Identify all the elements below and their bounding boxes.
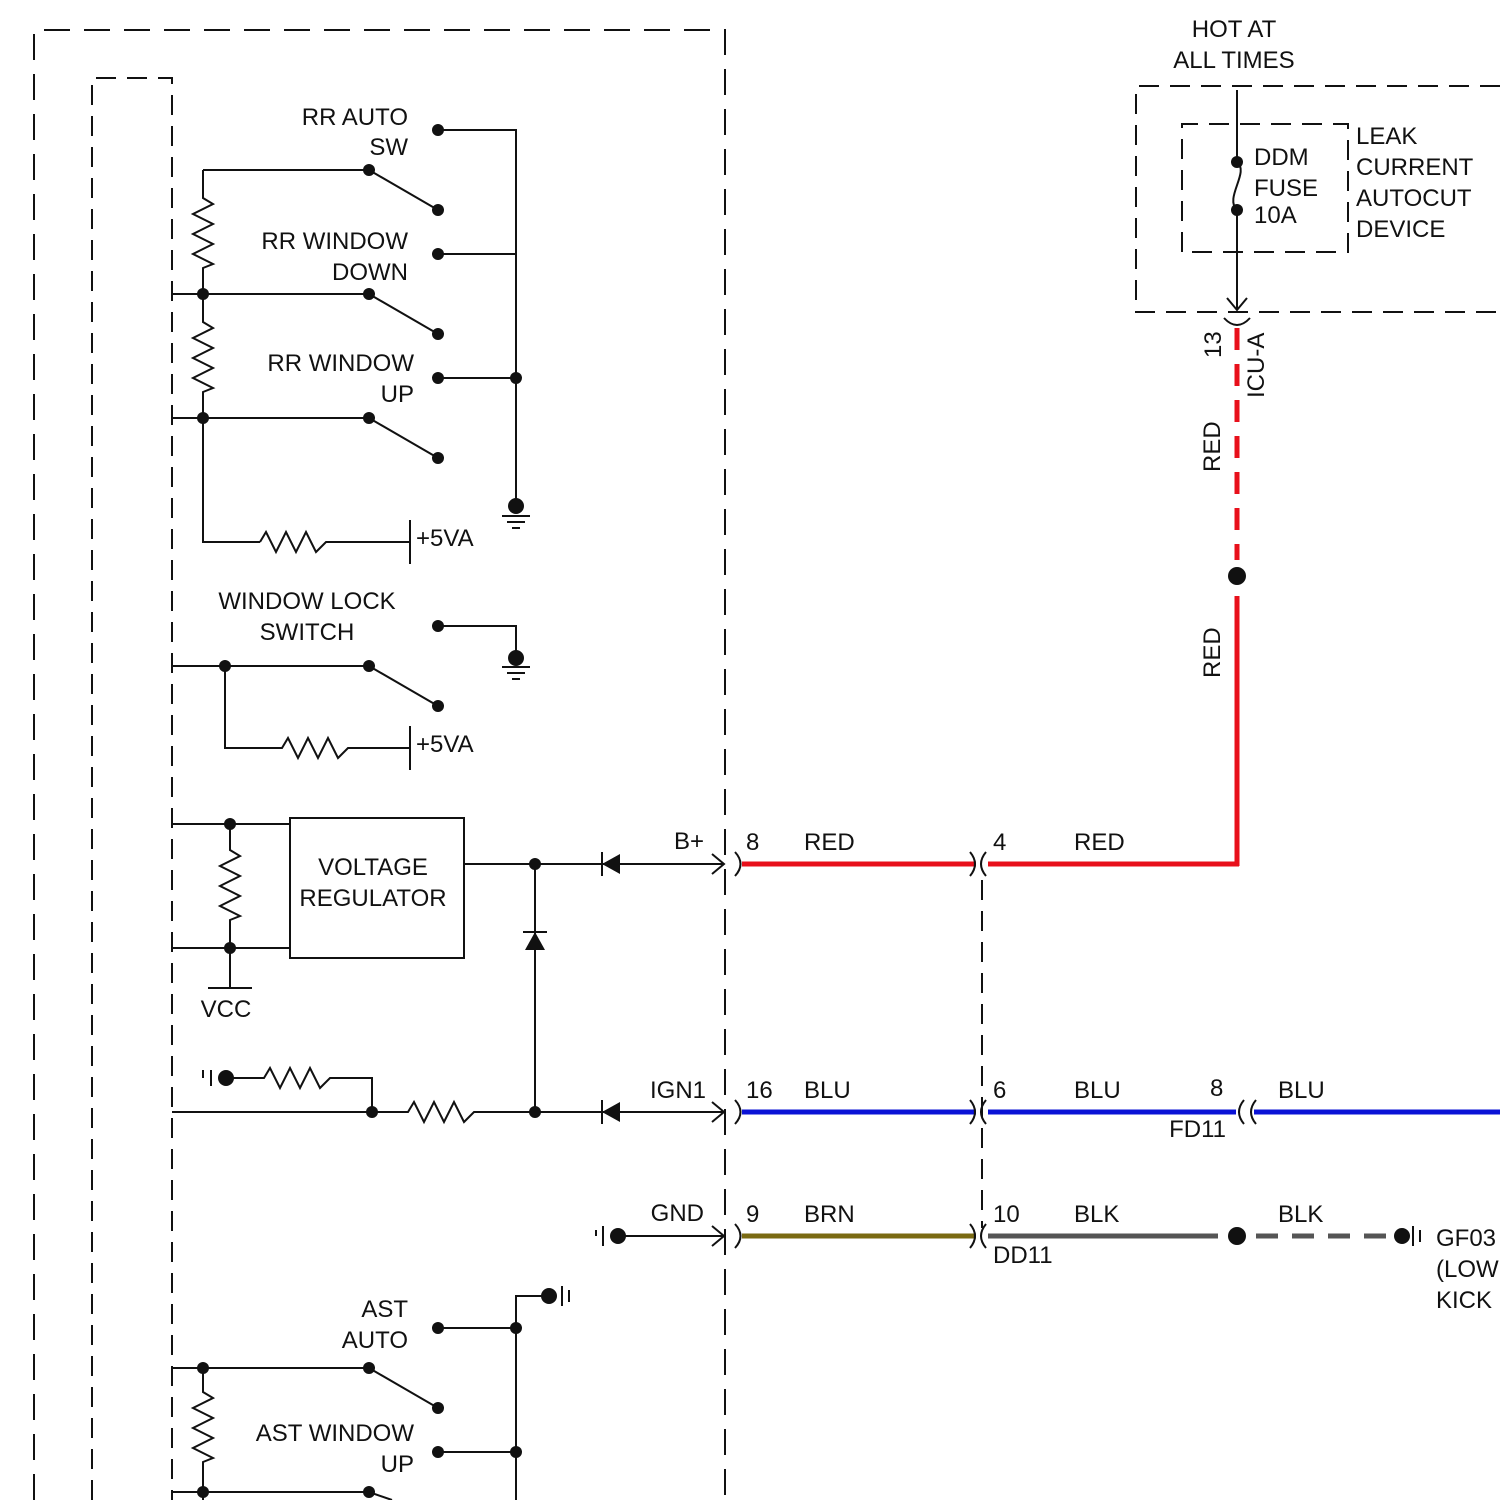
b-plus-label: B+	[674, 828, 704, 855]
connector-icon	[735, 1224, 741, 1248]
rr-switch-group: RR AUTO SW RR WINDOW DOWN RR WINDOW UP	[172, 104, 530, 564]
ast-up-label-2: UP	[381, 1451, 414, 1478]
gnd-label: GND	[651, 1200, 704, 1227]
diode-icon	[602, 1102, 620, 1122]
ground-point-label: GF03	[1436, 1225, 1496, 1252]
rr-down-label: RR WINDOW	[261, 228, 408, 255]
device-label-1: LEAK	[1356, 123, 1417, 150]
pin-label: 9	[746, 1201, 759, 1228]
ign1-input-group: IGN1	[172, 1068, 724, 1124]
window-lock-label-2: SWITCH	[260, 619, 355, 646]
diode-icon	[602, 854, 620, 874]
wire-color-label: BLU	[1074, 1077, 1121, 1104]
pin-label: 8	[1210, 1075, 1223, 1102]
hot-at-all-times-label-2: ALL TIMES	[1173, 47, 1294, 74]
rr-up-label-2: UP	[381, 381, 414, 408]
rr-auto-label: RR AUTO	[302, 104, 408, 131]
fuse-label-2: FUSE	[1254, 175, 1318, 202]
plus-5va-label-2: +5VA	[416, 731, 474, 758]
pin-label: 4	[993, 829, 1006, 856]
wire-color-label: BLK	[1278, 1201, 1323, 1228]
red-feed-wire: RED RED	[1199, 328, 1246, 866]
wire-color-label: RED	[804, 829, 855, 856]
connector-icon	[735, 852, 741, 876]
ground-icon	[1394, 1228, 1410, 1244]
voltage-regulator-label-2: REGULATOR	[299, 885, 446, 912]
window-lock-label: WINDOW LOCK	[218, 588, 395, 615]
ast-switch-group: AST AUTO AST WINDOW UP	[172, 1286, 569, 1500]
voltage-regulator-label: VOLTAGE	[318, 854, 428, 881]
fuse-label-3: 10A	[1254, 202, 1297, 229]
device-label-2: CURRENT	[1356, 154, 1474, 181]
rr-auto-label-2: SW	[369, 134, 408, 161]
ground-point-label-2: (LOW	[1436, 1256, 1499, 1283]
device-label-4: DEVICE	[1356, 216, 1445, 243]
ign1-label: IGN1	[650, 1077, 706, 1104]
connector-label: FD11	[1169, 1116, 1226, 1143]
hot-at-all-times-label: HOT AT	[1192, 16, 1277, 43]
plus-5va-label: +5VA	[416, 525, 474, 552]
gnd-input-group: GND	[596, 1200, 724, 1246]
ast-auto-label: AST	[361, 1296, 408, 1323]
connector-label: DD11	[993, 1242, 1053, 1269]
wire-color-label: BLK	[1074, 1201, 1119, 1228]
icu-pin-label: 13	[1200, 331, 1227, 358]
connector-icu-a-icon	[1224, 318, 1250, 325]
voltage-regulator-group: VOLTAGE REGULATOR VCC B+	[172, 818, 724, 1112]
wire-color-label: RED	[1074, 829, 1125, 856]
window-lock-switch-group: WINDOW LOCK SWITCH +5VA	[172, 588, 530, 770]
fuse-label-1: DDM	[1254, 144, 1309, 171]
rr-up-label: RR WINDOW	[267, 350, 414, 377]
splice-dot	[1228, 567, 1246, 585]
rr-down-label-2: DOWN	[332, 259, 408, 286]
wire-color-label: BLU	[804, 1077, 851, 1104]
diode-icon	[525, 932, 545, 950]
wire-color-label: BLU	[1278, 1077, 1325, 1104]
wire-color-label-red-upper: RED	[1199, 421, 1226, 472]
ground-icon	[502, 516, 530, 528]
ground-icon	[541, 1288, 557, 1304]
wire-color-label: BRN	[804, 1201, 855, 1228]
vcc-label: VCC	[201, 996, 252, 1023]
pin-label: 8	[746, 829, 759, 856]
pin-label: 10	[993, 1201, 1020, 1228]
connector-fd11-icon	[1239, 1100, 1256, 1124]
fuse-icon	[1233, 162, 1241, 210]
device-label-3: AUTOCUT	[1356, 185, 1472, 212]
ground-icon	[502, 667, 530, 679]
wire-color-label-red-lower: RED	[1199, 627, 1226, 678]
harness-wires: 8 RED 4 RED 16 BLU 6 BLU 8 BLU FD11 9 BR…	[735, 829, 1500, 1314]
pin-label: 16	[746, 1077, 773, 1104]
leak-current-autocut-device: HOT AT ALL TIMES LEAK CURRENT AUTOCUT DE…	[1136, 16, 1500, 398]
connector-icon	[735, 1100, 741, 1124]
splice-dot	[1228, 1227, 1246, 1245]
ground-point-label-3: KICK	[1436, 1287, 1492, 1314]
icu-connector-label: ICU-A	[1243, 333, 1270, 398]
pin-label: 6	[993, 1077, 1006, 1104]
ast-auto-label-2: AUTO	[342, 1327, 408, 1354]
ast-up-label: AST WINDOW	[256, 1420, 415, 1447]
